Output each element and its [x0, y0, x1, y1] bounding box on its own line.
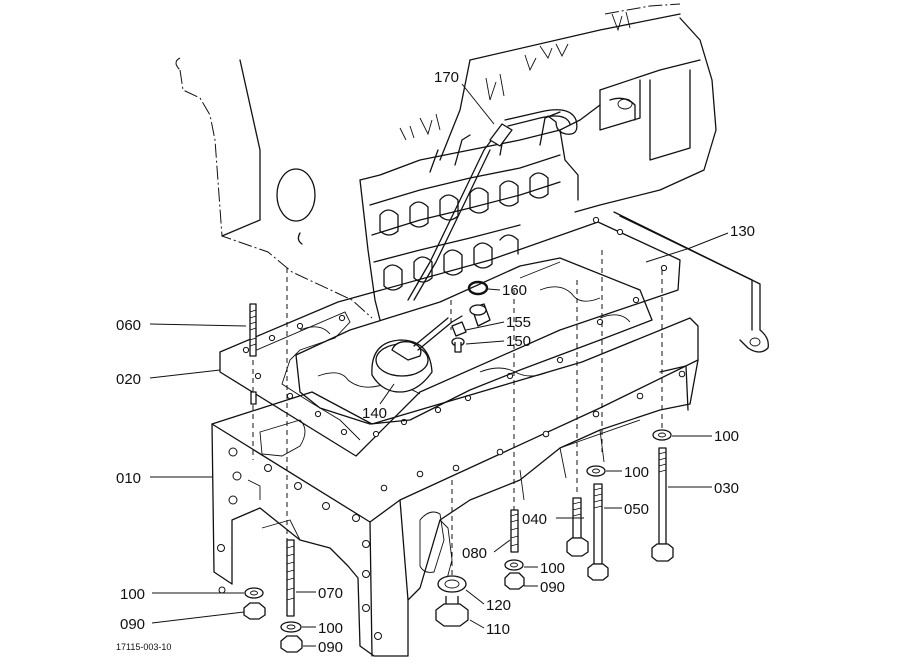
label-030: 030: [714, 480, 739, 497]
label-100-d: 100: [120, 586, 145, 603]
nut-part-090-e: [280, 635, 303, 653]
label-100-a: 100: [714, 428, 739, 445]
label-110: 110: [486, 621, 510, 638]
label-010: 010: [116, 470, 141, 487]
washer-part-100-c: [504, 559, 524, 571]
assembly-guide-lines: [286, 250, 663, 576]
washer-part-100-b: [586, 465, 606, 477]
label-140: 140: [362, 405, 387, 422]
nut-part-090-d: [243, 602, 266, 620]
bolt-part-150: [451, 337, 465, 353]
pipe-part-155: [451, 303, 491, 337]
label-130: 130: [730, 223, 755, 240]
label-020: 020: [116, 371, 141, 388]
bolt-part-030: [651, 447, 674, 562]
stud-bolt-part-080: [510, 509, 519, 553]
stiffener-plate-part-130: [613, 211, 769, 353]
label-060: 060: [116, 317, 141, 334]
washer-part-100-e: [280, 621, 302, 633]
oil-strainer-part-140: [371, 315, 463, 393]
drain-plug-part-110: [435, 596, 469, 627]
label-050: 050: [624, 501, 649, 518]
label-100-e: 100: [318, 620, 343, 637]
drawing-code: 17115-003-10: [116, 642, 171, 652]
label-090-d: 090: [120, 616, 145, 633]
o-ring-part-160: [467, 280, 489, 296]
stud-bolt-part-060: [249, 303, 257, 460]
stud-bolt-part-070: [286, 539, 295, 617]
oil-pan-part-010: [211, 317, 699, 657]
label-100-b: 100: [624, 464, 649, 481]
gasket-part-020: [219, 216, 681, 457]
dipstick-part-170: [407, 109, 578, 301]
label-120: 120: [486, 597, 511, 614]
label-070: 070: [318, 585, 343, 602]
label-155: 155: [506, 314, 531, 331]
label-090-e: 090: [318, 639, 343, 656]
label-160: 160: [502, 282, 527, 299]
bolt-part-040: [566, 497, 589, 557]
label-040: 040: [522, 511, 547, 528]
label-080: 080: [462, 545, 487, 562]
bolt-part-050: [587, 483, 609, 581]
part-labels: 170 130 160 155 150 140 060 020 010 100 …: [116, 69, 755, 656]
label-170: 170: [434, 69, 459, 86]
gasket-part-120: [437, 575, 467, 593]
washer-part-100-a: [652, 429, 672, 441]
nut-part-090-c: [504, 572, 525, 590]
label-100-c: 100: [540, 560, 565, 577]
washer-part-100-d: [244, 587, 264, 599]
label-150: 150: [506, 333, 531, 350]
leader-lines: [149, 83, 729, 647]
label-090-c: 090: [540, 579, 565, 596]
